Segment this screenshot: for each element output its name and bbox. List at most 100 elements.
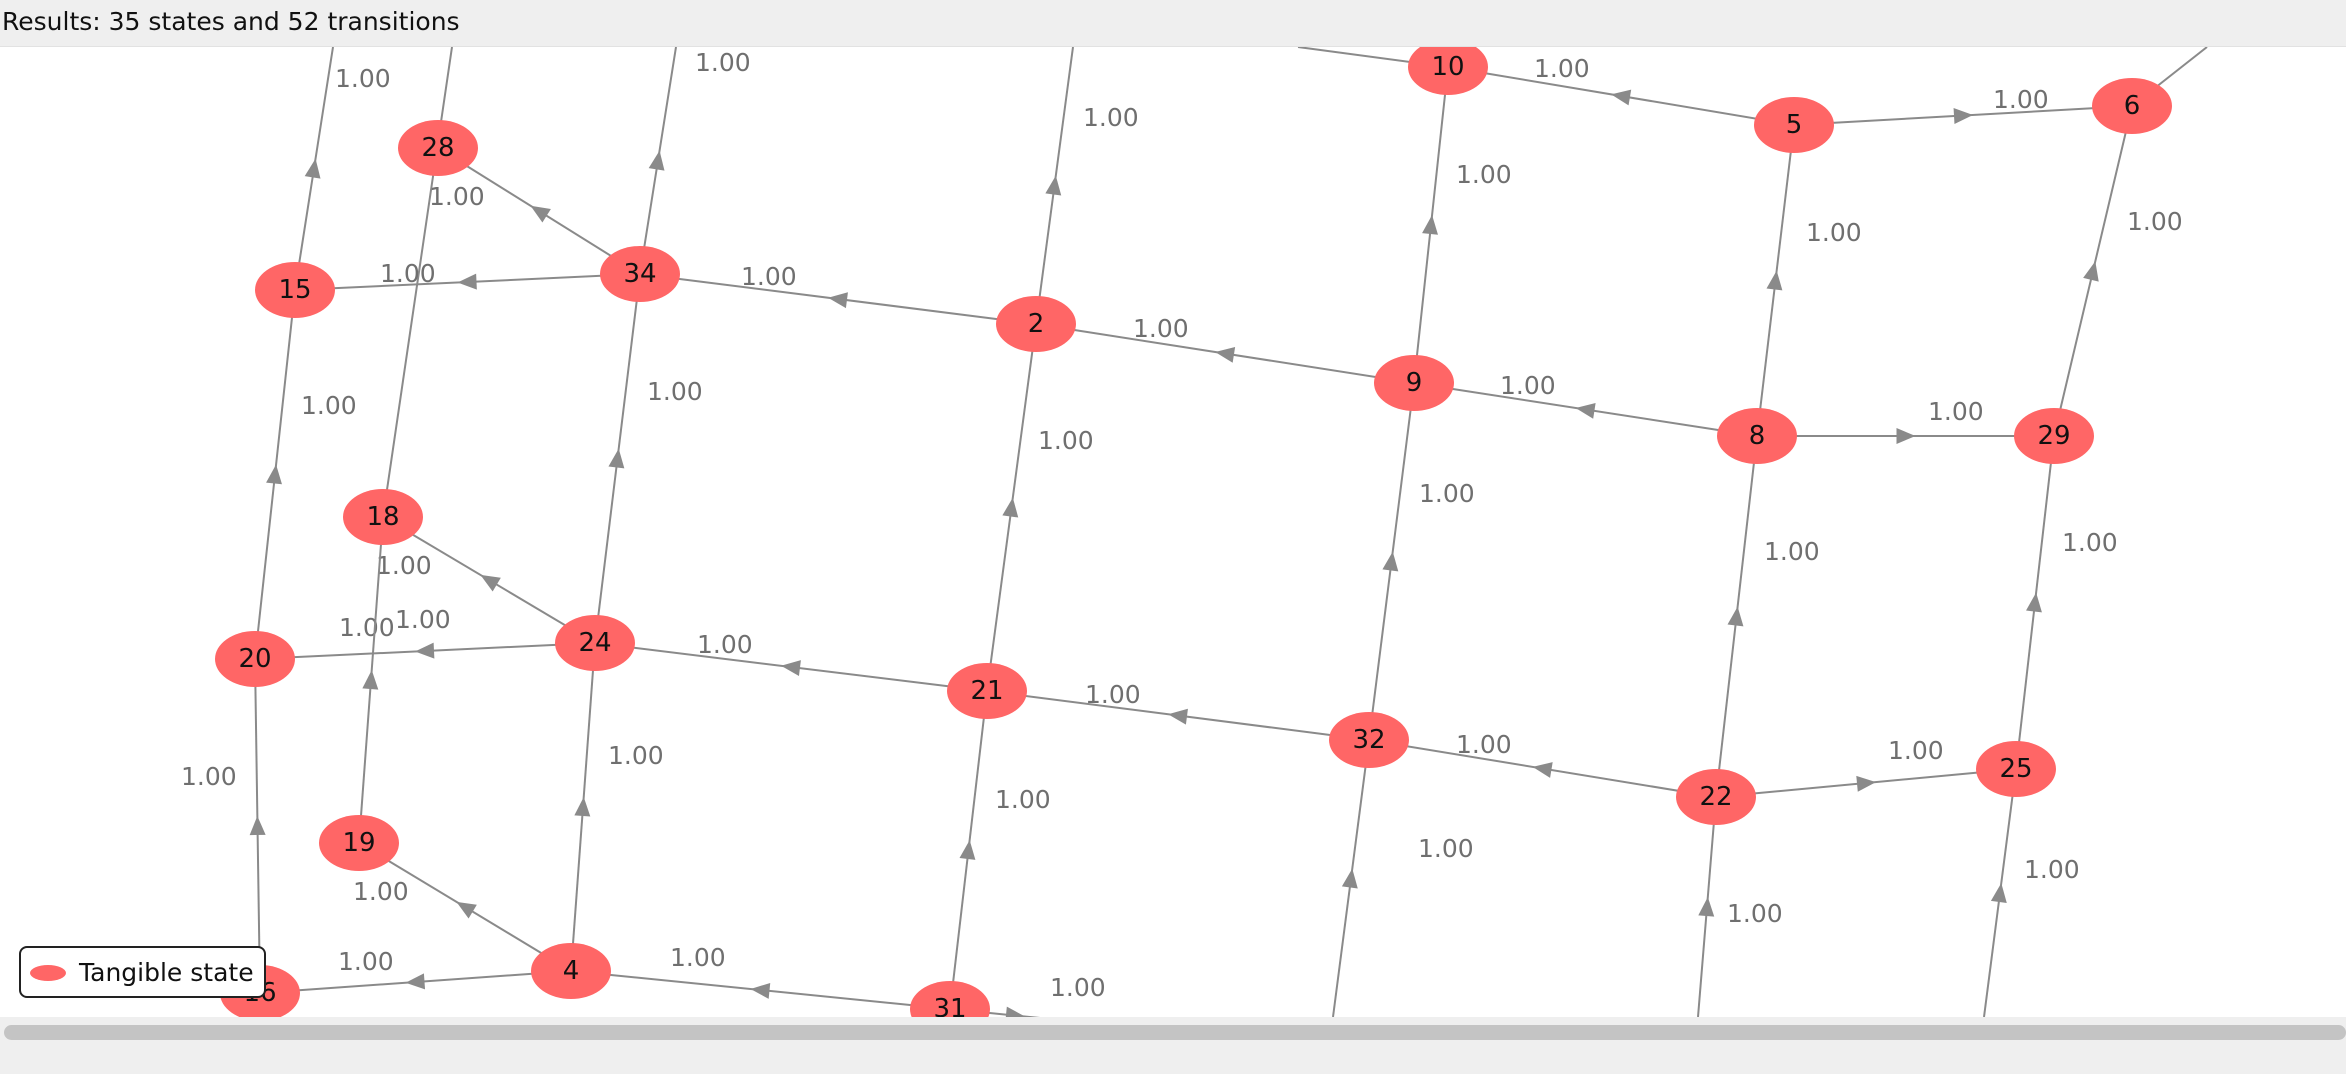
state-node-34[interactable]: 34 xyxy=(600,246,680,302)
state-label: 21 xyxy=(970,676,1003,706)
transition-rate-label: 1.00 xyxy=(380,259,436,288)
state-node-22[interactable]: 22 xyxy=(1676,769,1756,825)
state-ellipse[interactable] xyxy=(255,262,335,318)
transition-edge: 1.00 xyxy=(594,273,703,644)
state-label: 24 xyxy=(578,628,611,658)
state-label: 5 xyxy=(1786,110,1803,140)
state-label: 28 xyxy=(421,133,454,163)
transition-edge: 1.00 xyxy=(181,658,266,994)
arrowhead-icon xyxy=(530,205,551,223)
transition-rate-label: 1.00 xyxy=(1418,834,1474,863)
state-node-9[interactable]: 9 xyxy=(1374,355,1454,411)
states-layer: 105628153429829182024213222251941631 xyxy=(215,47,2172,1017)
state-label: 6 xyxy=(2124,91,2141,121)
state-node-28[interactable]: 28 xyxy=(398,120,478,176)
state-node-25[interactable]: 25 xyxy=(1976,741,2056,797)
state-label: 15 xyxy=(278,275,311,305)
state-ellipse[interactable] xyxy=(343,489,423,545)
transition-rate-label: 1.00 xyxy=(1050,973,1106,1002)
state-ellipse[interactable] xyxy=(319,815,399,871)
transition-rate-label: 1.00 xyxy=(1456,730,1512,759)
state-node-6[interactable]: 6 xyxy=(2092,78,2172,134)
transition-edge: 1.00 xyxy=(1035,47,1139,325)
state-node-29[interactable]: 29 xyxy=(2014,408,2094,464)
state-node-18[interactable]: 18 xyxy=(343,489,423,545)
arrowhead-icon xyxy=(405,973,426,990)
transition-edge: 1.00 xyxy=(986,680,1370,741)
scrollbar-thumb[interactable] xyxy=(4,1025,2346,1040)
state-ellipse[interactable] xyxy=(600,246,680,302)
transition-edge: 1.00 xyxy=(1035,314,1415,384)
arrowhead-icon xyxy=(574,797,591,817)
transition-edge: 1.00 xyxy=(1697,796,1783,1017)
state-label: 4 xyxy=(563,956,580,986)
state-node-2[interactable]: 2 xyxy=(996,296,1076,352)
arrowhead-icon xyxy=(1382,551,1399,572)
state-ellipse[interactable] xyxy=(996,296,1076,352)
state-ellipse[interactable] xyxy=(1754,97,1834,153)
transition-edge: 1.00 xyxy=(1983,768,2080,1017)
arrowhead-icon xyxy=(1990,883,2007,903)
state-node-21[interactable]: 21 xyxy=(947,663,1027,719)
state-ellipse[interactable] xyxy=(1329,712,1409,768)
state-node-31[interactable]: 31 xyxy=(910,981,990,1017)
transition-rate-label: 1.00 xyxy=(2024,855,2080,884)
state-ellipse[interactable] xyxy=(947,663,1027,719)
state-ellipse[interactable] xyxy=(398,120,478,176)
transition-rate-label: 1.00 xyxy=(353,877,409,906)
transition-edge: 1.00 xyxy=(1447,54,1795,126)
state-label: 10 xyxy=(1431,52,1464,82)
transition-rate-label: 1.00 xyxy=(995,785,1051,814)
transition-rate-label: 1.00 xyxy=(1993,85,2049,114)
transition-rate-label: 1.00 xyxy=(741,262,797,291)
transition-rate-label: 1.00 xyxy=(1038,426,1094,455)
state-ellipse[interactable] xyxy=(1374,355,1454,411)
arrowhead-icon xyxy=(362,670,379,690)
arrowhead-icon xyxy=(1856,775,1876,792)
state-label: 20 xyxy=(238,644,271,674)
arrowhead-icon xyxy=(457,273,477,290)
state-node-19[interactable]: 19 xyxy=(319,815,399,871)
state-ellipse[interactable] xyxy=(555,615,635,671)
transition-edge: 1.00 xyxy=(1332,739,1474,1017)
state-node-24[interactable]: 24 xyxy=(555,615,635,671)
state-label: 25 xyxy=(1999,754,2032,784)
state-label: 2 xyxy=(1028,309,1045,339)
transition-edge: 1.00 xyxy=(949,690,1051,1010)
horizontal-scrollbar[interactable] xyxy=(0,1017,2346,1074)
state-ellipse[interactable] xyxy=(1676,769,1756,825)
transition-rate-label: 1.00 xyxy=(1500,371,1556,400)
state-node-15[interactable]: 15 xyxy=(255,262,335,318)
state-ellipse[interactable] xyxy=(531,943,611,999)
state-ellipse[interactable] xyxy=(1408,47,1488,95)
state-ellipse[interactable] xyxy=(1717,408,1797,464)
arrowhead-icon xyxy=(1611,89,1632,106)
transition-rate-label: 1.00 xyxy=(1806,218,1862,247)
transition-edge: 1.00 xyxy=(1793,85,2133,126)
transition-edge: 1.00 xyxy=(2015,435,2118,770)
state-node-32[interactable]: 32 xyxy=(1329,712,1409,768)
arrowhead-icon xyxy=(608,448,625,469)
state-node-8[interactable]: 8 xyxy=(1717,408,1797,464)
state-graph[interactable]: 1.001.001.001.001.001.001.001.001.001.00… xyxy=(0,47,2346,1017)
state-ellipse[interactable] xyxy=(215,631,295,687)
transition-edge: 1.00 xyxy=(254,289,357,660)
state-ellipse[interactable] xyxy=(2092,78,2172,134)
state-node-10[interactable]: 10 xyxy=(1408,47,1488,95)
state-node-5[interactable]: 5 xyxy=(1754,97,1834,153)
state-label: 18 xyxy=(366,502,399,532)
state-node-4[interactable]: 4 xyxy=(531,943,611,999)
transition-rate-label: 1.00 xyxy=(335,64,391,93)
arrowhead-icon xyxy=(781,660,801,677)
arrowhead-icon xyxy=(1698,897,1715,917)
state-ellipse[interactable] xyxy=(2014,408,2094,464)
state-ellipse[interactable] xyxy=(910,981,990,1017)
transition-rate-label: 1.00 xyxy=(647,377,703,406)
arrowhead-icon xyxy=(1575,402,1596,419)
arrowhead-icon xyxy=(2083,261,2099,282)
transition-edge: 1.00 xyxy=(639,47,751,275)
transition-edge: 1.00 xyxy=(1756,124,1862,437)
state-ellipse[interactable] xyxy=(1976,741,2056,797)
state-node-20[interactable]: 20 xyxy=(215,631,295,687)
